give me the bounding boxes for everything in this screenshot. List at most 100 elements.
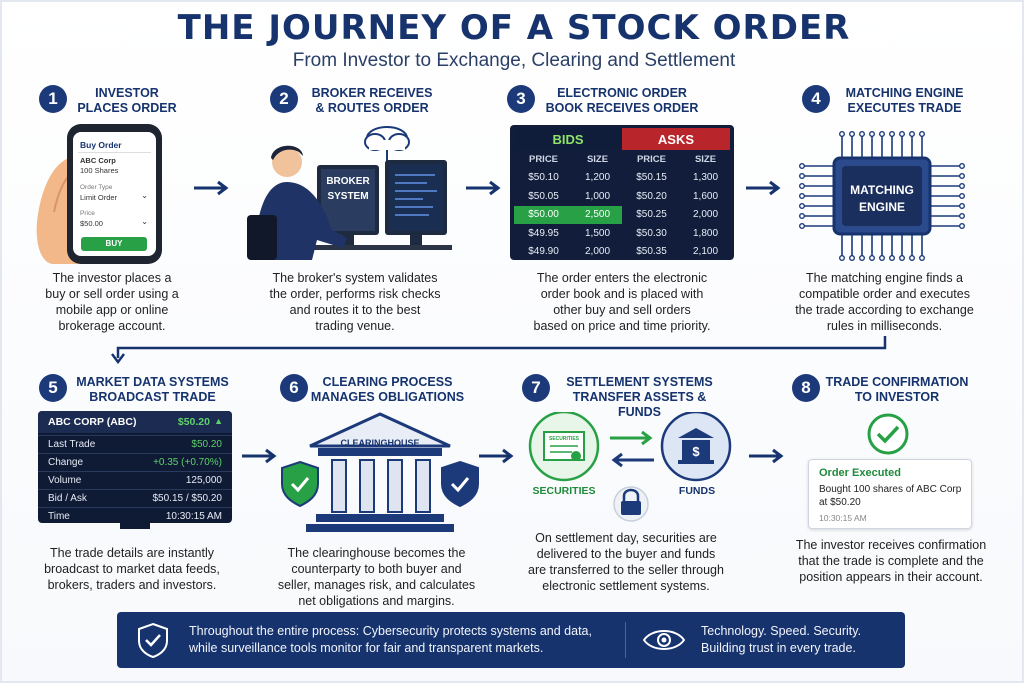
row-value: +0.35 (+0.70%) bbox=[153, 457, 222, 468]
desc-line: rules in milliseconds. bbox=[826, 319, 943, 333]
shield-check-icon bbox=[441, 460, 479, 508]
step-1-number: 1 bbox=[39, 85, 67, 113]
ticker-symbol: ABC CORP (ABC) bbox=[48, 416, 137, 428]
step-6-title: CLEARING PROCESS MANAGES OBLIGATIONS bbox=[310, 375, 465, 405]
ask-price: $50.30 bbox=[636, 227, 667, 239]
desc-line: The investor places a bbox=[52, 271, 172, 285]
col-header: PRICE bbox=[528, 153, 559, 165]
desc-line: The clearinghouse becomes the bbox=[287, 546, 466, 560]
table-row: $50.10 1,200 $50.15 1,300 bbox=[514, 169, 730, 188]
price-input[interactable]: $50.00 bbox=[80, 219, 103, 228]
step-1-title-line2: PLACES ORDER bbox=[77, 101, 177, 115]
desc-line: position appears in their account. bbox=[799, 570, 983, 584]
page-subtitle: From Investor to Exchange, Clearing and … bbox=[292, 50, 736, 71]
phone-price-label: Price bbox=[80, 210, 95, 217]
col-header: SIZE bbox=[694, 153, 717, 165]
row-label: Time bbox=[48, 511, 70, 522]
buy-button[interactable]: BUY bbox=[81, 237, 147, 251]
phone-symbol: ABC Corp bbox=[80, 156, 116, 165]
ask-price: $50.35 bbox=[636, 246, 667, 258]
row-value: 10:30:15 AM bbox=[165, 511, 222, 522]
step-4-description: The matching engine finds a compatible o… bbox=[782, 270, 987, 334]
desc-line: buy or sell order using a bbox=[45, 287, 179, 301]
step-8-title-line1: TRADE CONFIRMATION bbox=[825, 375, 969, 389]
asks-header: ASKS bbox=[621, 128, 730, 150]
table-row: $49.90 2,000 $50.35 2,100 bbox=[514, 243, 730, 262]
bid-size: 2,000 bbox=[584, 246, 611, 258]
step-5-title-line1: MARKET DATA SYSTEMS bbox=[76, 375, 229, 389]
step-1-title-line1: INVESTOR bbox=[95, 86, 159, 100]
certificate-text: SECURITIES bbox=[548, 436, 579, 442]
ticker-bar: ABC CORP (ABC) $50.20 ▲ bbox=[38, 411, 232, 433]
desc-line: mobile app or online bbox=[55, 303, 169, 317]
desc-line: trading venue. bbox=[315, 319, 395, 333]
banner-left-text: Throughout the entire process: Cybersecu… bbox=[189, 623, 592, 657]
bid-price: $49.90 bbox=[528, 246, 559, 258]
step-2-title-line2: & ROUTES ORDER bbox=[315, 101, 429, 115]
check-circle-icon bbox=[867, 413, 909, 455]
step-7-title-line1: SETTLEMENT SYSTEMS bbox=[566, 375, 713, 389]
confirmation-time: 10:30:15 AM bbox=[819, 513, 867, 523]
desc-line: On settlement day, securities are bbox=[535, 531, 717, 545]
market-data-row: Time 10:30:15 AM bbox=[38, 507, 232, 526]
desc-line: electronic settlement systems. bbox=[542, 579, 710, 593]
bid-size: 1,200 bbox=[584, 172, 611, 184]
step-4-title-line2: EXECUTES TRADE bbox=[847, 101, 962, 115]
step-7-title: SETTLEMENT SYSTEMS TRANSFER ASSETS & FUN… bbox=[552, 375, 727, 420]
engine-label-line2: ENGINE bbox=[858, 200, 905, 214]
clearinghouse-label: CLEARINGHOUSE bbox=[340, 438, 420, 448]
desc-line: net obligations and margins. bbox=[298, 594, 455, 608]
step-8-description: The investor receives confirmation that … bbox=[782, 537, 1000, 585]
up-triangle-icon: ▲ bbox=[214, 416, 223, 426]
flow-connector-icon bbox=[111, 336, 887, 364]
row-value: $50.15 / $50.20 bbox=[152, 493, 222, 504]
row-label: Change bbox=[48, 457, 84, 468]
step-6-number: 6 bbox=[280, 374, 308, 402]
eye-icon bbox=[642, 630, 686, 650]
desc-line: seller, manages risk, and calculates bbox=[277, 578, 476, 592]
desc-line: The investor receives confirmation bbox=[795, 538, 987, 552]
desc-line: brokers, traders and investors. bbox=[47, 578, 217, 592]
shield-check-icon bbox=[281, 460, 319, 508]
col-header: SIZE bbox=[586, 153, 609, 165]
step-7-description: On settlement day, securities are delive… bbox=[507, 530, 745, 594]
monitor-stand bbox=[120, 523, 150, 529]
ask-size: 2,000 bbox=[692, 209, 719, 221]
step-4-number: 4 bbox=[802, 85, 830, 113]
step-7-number: 7 bbox=[522, 374, 550, 402]
confirmation-line1: Bought 100 shares of ABC Corp bbox=[819, 484, 962, 495]
desc-line: that the trade is complete and the bbox=[798, 554, 984, 568]
phone-mockup: Buy Order ABC Corp 100 Shares Order Type… bbox=[67, 124, 162, 264]
desc-line: counterparty to both buyer and bbox=[291, 562, 462, 576]
arrow-right-icon bbox=[466, 180, 501, 196]
step-3-description: The order enters the electronic order bo… bbox=[507, 270, 737, 334]
transfer-arrows-icon bbox=[610, 430, 654, 468]
desc-line: other buy and sell orders bbox=[553, 303, 691, 317]
step-5-title: MARKET DATA SYSTEMS BROADCAST TRADE bbox=[70, 375, 235, 405]
divider bbox=[78, 152, 151, 153]
desc-line: the order, performs risk checks bbox=[269, 287, 441, 301]
shield-check-icon bbox=[138, 622, 168, 658]
row-value: $50.20 bbox=[191, 439, 222, 450]
market-data-row: Change +0.35 (+0.70%) bbox=[38, 453, 232, 472]
engine-label-line1: MATCHING bbox=[850, 183, 914, 197]
order-type-select[interactable]: Limit Order bbox=[80, 193, 118, 202]
bid-price: $49.95 bbox=[528, 227, 559, 239]
arrow-right-icon bbox=[242, 448, 277, 464]
step-2-title-line1: BROKER RECEIVES bbox=[311, 86, 433, 100]
funds-label: FUNDS bbox=[678, 485, 716, 497]
arrow-right-icon bbox=[194, 180, 229, 196]
desc-line: the trade according to exchange bbox=[795, 303, 974, 317]
security-banner: Throughout the entire process: Cybersecu… bbox=[117, 612, 905, 668]
col-header: PRICE bbox=[636, 153, 667, 165]
ask-size: 1,800 bbox=[692, 227, 719, 239]
broker-screen-line1: BROKER bbox=[326, 176, 370, 187]
market-data-terminal: ABC CORP (ABC) $50.20 ▲ Last Trade$50.20… bbox=[38, 411, 232, 523]
banner-left-line1: Throughout the entire process: Cybersecu… bbox=[189, 624, 592, 638]
desc-line: The matching engine finds a bbox=[805, 271, 964, 285]
bid-size: 1,500 bbox=[584, 227, 611, 239]
lock-icon bbox=[613, 486, 649, 522]
desc-line: The broker's system validates bbox=[272, 271, 438, 285]
